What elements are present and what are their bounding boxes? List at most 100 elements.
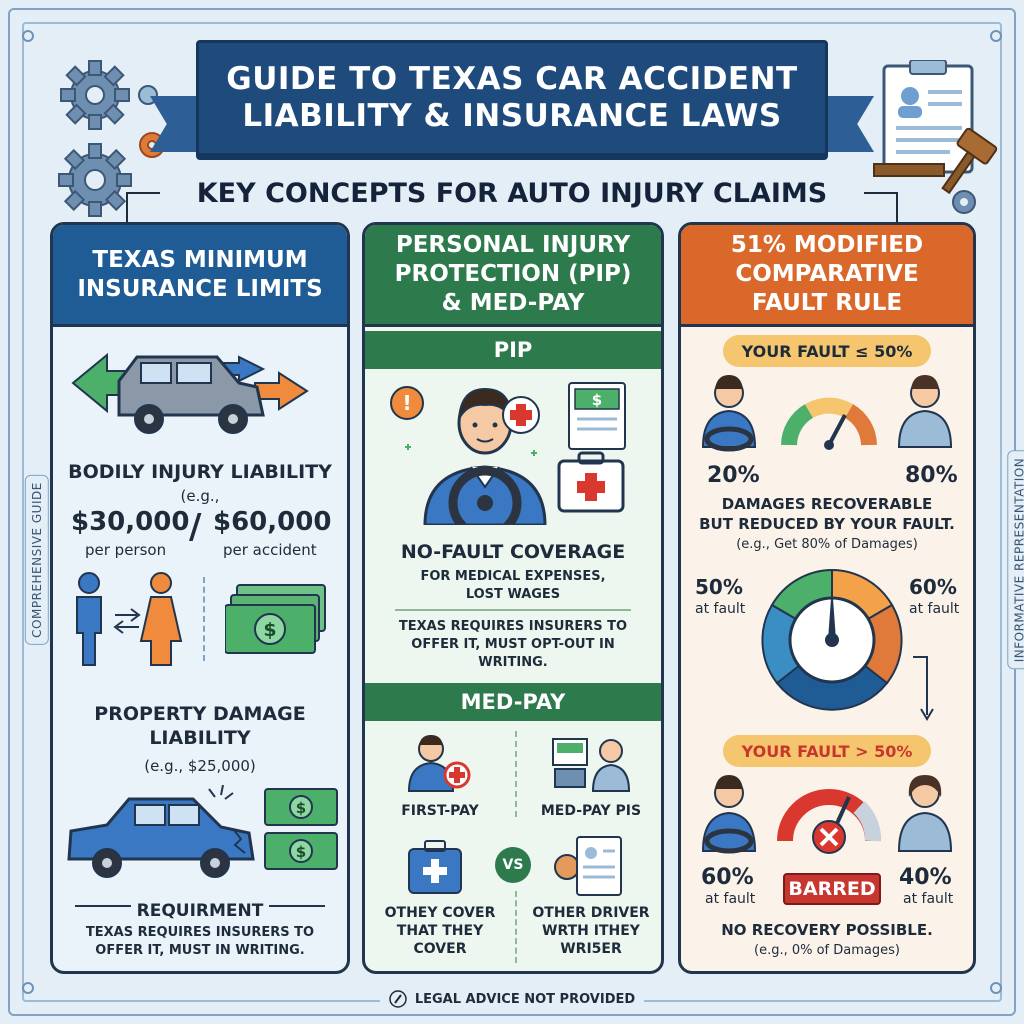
connector-line [126, 192, 128, 222]
connector-line [126, 192, 166, 194]
pip-requirement-line: OFFER IT, MUST OPT-OUT IN [411, 637, 615, 652]
column-insurance-limits: TEXAS MINIMUM INSURANCE LIMITS BODILY IN… [50, 222, 350, 974]
connector-line [858, 192, 898, 194]
no-recovery-eg: (e.g., 0% of Damages) [754, 943, 900, 958]
barred-badge: BARRED [783, 873, 881, 905]
fault-gauge-bottom-icon [701, 775, 953, 854]
recoverable-line: BUT REDUCED BY YOUR FAULT. [699, 515, 955, 533]
vs-badge: VS [495, 847, 531, 883]
pill-fault-under-50: YOUR FAULT ≤ 50% [723, 335, 931, 367]
cover-line-right: OTHER DRIVER [532, 905, 650, 921]
heading-line: PERSONAL INJURY [395, 232, 631, 259]
per-accident-label: per accident [223, 541, 317, 559]
footer-disclaimer: LEGAL ADVICE NOT PROVIDED [380, 986, 644, 1012]
recoverable-line: DAMAGES RECOVERABLE [721, 495, 933, 513]
column-pip-medpay: PERSONAL INJURY PROTECTION (PIP) & MED-P… [362, 222, 664, 974]
bodily-injury-eg: (e.g., [180, 487, 220, 505]
heading-line: FAULT RULE [751, 289, 903, 316]
pill-fault-over-50: YOUR FAULT > 50% [723, 735, 931, 767]
side-label-right: INFORMATIVE REPRESENTATION [1007, 450, 1024, 670]
per-person-label: per person [85, 541, 167, 559]
money-icon: $ [225, 584, 326, 654]
frame-dot [22, 982, 34, 994]
gauge-right-percent: 60% [909, 575, 957, 599]
bottom-left-percent: 60% [701, 865, 754, 890]
money-bills-icon: $ $ [264, 788, 338, 870]
property-damage-title: PROPERTY DAMAGE [94, 703, 306, 725]
gauge-left-label: at fault [695, 601, 746, 617]
pip-band: PIP [365, 331, 661, 369]
fault-dial-icon [761, 568, 903, 711]
heading-line: INSURANCE LIMITS [77, 275, 323, 302]
frame-dot [22, 30, 34, 42]
recoverable-eg: (e.g., Get 80% of Damages) [736, 537, 918, 552]
bottom-right-percent: 40% [899, 865, 952, 890]
down-arrow-icon [913, 656, 934, 721]
fault-gauge-top-icon [701, 375, 953, 452]
column-comparative-fault: 51% MODIFIED COMPARATIVE FAULT RULE YOUR… [678, 222, 976, 974]
svg-text:$: $ [296, 799, 306, 817]
med-pay-pis-icon [552, 738, 631, 792]
pip-requirement-line: WRITING. [478, 655, 548, 670]
people-icon [76, 572, 183, 666]
divider [203, 577, 205, 661]
driver-icon: ! $ [390, 382, 626, 525]
pen-icon [389, 990, 407, 1008]
svg-text:$: $ [263, 619, 276, 641]
medpay-band: MED-PAY [365, 683, 661, 721]
bottom-right-label: at fault [903, 891, 954, 907]
gauge-left-percent: 50% [695, 575, 743, 599]
title-line-2: LIABILITY & INSURANCE LAWS [242, 98, 782, 134]
bodily-injury-title: BODILY INJURY LIABILITY [68, 461, 332, 483]
column-heading: TEXAS MINIMUM INSURANCE LIMITS [53, 225, 347, 327]
first-pay-label: FIRST-PAY [401, 803, 479, 819]
suv-arrows-icon [71, 352, 309, 434]
amount-separator: / [189, 507, 202, 547]
pip-requirement-line: TEXAS REQUIRES INSURERS TO [398, 619, 628, 634]
gears-icon [58, 60, 165, 217]
cover-line-left: THAT THEY [396, 923, 484, 939]
nofault-line: FOR MEDICAL EXPENSES, [420, 569, 606, 584]
cover-line-right: WRI5ER [560, 941, 622, 957]
per-person-amount: $30,000 [71, 507, 190, 537]
property-damage-title-2: LIABILITY [149, 727, 251, 749]
heading-line: 51% MODIFIED [730, 232, 924, 259]
requirement-line: TEXAS REQUIRES INSURERS TO [85, 925, 315, 940]
clipboard-gavel-icon [873, 60, 998, 195]
requirement-title-text: REQUIRMENT [130, 901, 270, 921]
cover-line-left: OTHEY COVER [384, 905, 496, 921]
gear-icon [952, 190, 976, 214]
heading-line: TEXAS MINIMUM [92, 246, 308, 273]
title-banner: GUIDE TO TEXAS CAR ACCIDENT LIABILITY & … [196, 40, 828, 156]
requirement-line: OFFER IT, MUST IN WRITING. [95, 943, 305, 958]
document-icon [554, 836, 622, 896]
gauge-right-label: at fault [909, 601, 960, 617]
divider [515, 731, 517, 817]
nofault-title: NO-FAULT COVERAGE [400, 541, 626, 563]
no-recovery-text: NO RECOVERY POSSIBLE. [721, 921, 933, 939]
heading-line: & MED-PAY [441, 289, 585, 316]
property-damage-eg: (e.g., $25,000) [144, 757, 256, 775]
column-heading: 51% MODIFIED COMPARATIVE FAULT RULE [681, 225, 973, 327]
svg-text:!: ! [402, 391, 411, 415]
med-pay-pis-label: MED-PAY PIS [540, 803, 642, 819]
divider [395, 609, 631, 611]
bottom-left-label: at fault [705, 891, 756, 907]
medical-kit-icon [408, 840, 462, 894]
cover-line-left: COVER [413, 941, 467, 957]
divider [515, 891, 517, 963]
top-left-percent: 20% [707, 463, 760, 488]
column-heading: PERSONAL INJURY PROTECTION (PIP) & MED-P… [365, 225, 661, 327]
connector-line [896, 192, 898, 222]
side-label-left: COMPREHENSIVE GUIDE [24, 475, 49, 645]
cover-line-right: WRTH ITHEY [542, 923, 640, 939]
svg-text:$: $ [592, 391, 602, 409]
heading-line: COMPARATIVE [735, 261, 919, 288]
top-right-percent: 80% [905, 463, 958, 488]
per-accident-amount: $60,000 [213, 507, 332, 537]
subtitle: KEY CONCEPTS FOR AUTO INJURY CLAIMS [160, 170, 864, 216]
footer-text: LEGAL ADVICE NOT PROVIDED [414, 991, 636, 1007]
title-line-1: GUIDE TO TEXAS CAR ACCIDENT [226, 61, 798, 98]
svg-text:$: $ [296, 843, 306, 861]
nofault-line: LOST WAGES [465, 587, 561, 602]
